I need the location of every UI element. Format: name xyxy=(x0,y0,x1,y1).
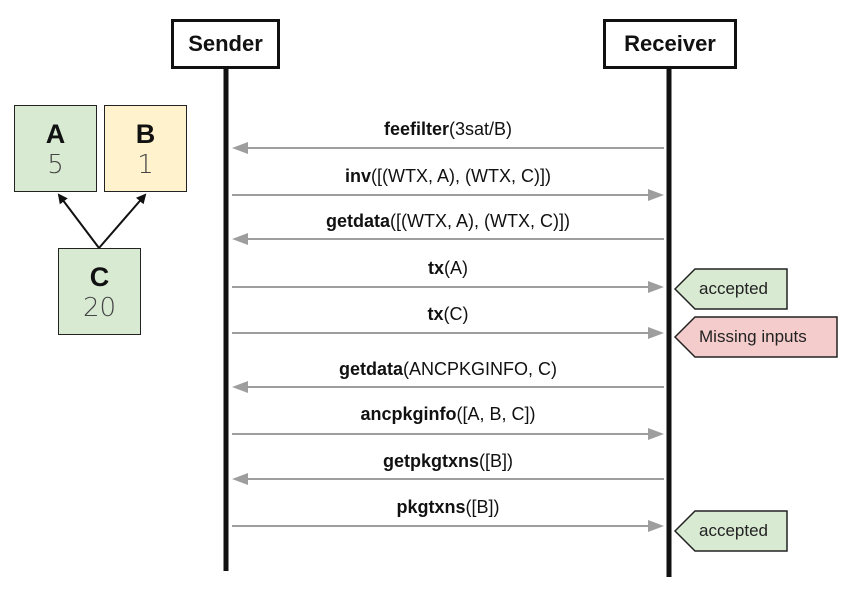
message-args: (ANCPKGINFO, C) xyxy=(403,359,558,379)
message-label-feefilter: feefilter(3sat/B) xyxy=(232,118,664,140)
message-args: ([(WTX, A), (WTX, C)]) xyxy=(371,166,551,186)
message-command: feefilter xyxy=(383,119,449,139)
message-command: ancpkginfo xyxy=(360,404,457,424)
status-label: Missing inputs xyxy=(699,327,807,346)
message-label-getpkgtxns: getpkgtxns([B]) xyxy=(232,450,664,472)
message-command: getdata xyxy=(326,211,391,231)
dependency-arrow-c-a xyxy=(57,193,100,249)
status-label: accepted xyxy=(699,279,768,298)
message-label-tx-c: tx(C) xyxy=(232,303,664,325)
message-command: pkgtxns xyxy=(396,497,466,517)
message-args: ([B]) xyxy=(465,497,500,517)
message-label-tx-a: tx(A) xyxy=(232,257,664,279)
tx-name-b: B xyxy=(135,118,156,149)
message-arrow-ancpkginfo xyxy=(232,428,664,440)
status-tag-shape xyxy=(673,268,788,310)
message-args: (3sat/B) xyxy=(449,119,513,139)
message-label-getdata-ancpkginfo: getdata(ANCPKGINFO, C) xyxy=(232,358,664,380)
message-label-ancpkginfo: ancpkginfo([A, B, C]) xyxy=(232,403,664,425)
status-tag-missing-inputs: Missing inputs xyxy=(675,317,837,357)
message-arrow-getpkgtxns xyxy=(232,473,664,485)
tx-name-a: A xyxy=(45,118,66,149)
tx-box-a: A 5 xyxy=(14,105,97,192)
message-arrow-feefilter xyxy=(232,142,664,154)
message-command: tx xyxy=(427,258,444,278)
status-tag-accepted-b: accepted xyxy=(675,511,787,551)
tx-box-c: C 20 xyxy=(58,248,141,335)
sender-actor-label: Sender xyxy=(188,31,263,56)
message-label-pkgtxns: pkgtxns([B]) xyxy=(232,496,664,518)
message-arrow-pkgtxns xyxy=(232,520,664,532)
message-label-getdata-wtx: getdata([(WTX, A), (WTX, C)]) xyxy=(232,210,664,232)
receiver-actor-label: Receiver xyxy=(624,31,716,56)
message-args: (A) xyxy=(444,258,468,278)
message-args: (C) xyxy=(443,304,469,324)
message-arrow-inv xyxy=(232,189,664,201)
message-arrow-getdata xyxy=(232,233,664,245)
message-label-inv: inv([(WTX, A), (WTX, C)]) xyxy=(232,165,664,187)
message-command: getdata xyxy=(338,359,403,379)
message-args: ([(WTX, A), (WTX, C)]) xyxy=(390,211,570,231)
message-arrow-getdata xyxy=(232,381,664,393)
dependency-arrow-c-b xyxy=(98,193,147,249)
message-command: tx xyxy=(427,304,444,324)
status-tag-shape xyxy=(673,510,788,552)
tx-fee-a: 5 xyxy=(47,149,64,180)
tx-fee-c: 20 xyxy=(82,292,117,323)
tx-name-c: C xyxy=(89,261,110,292)
message-arrow-tx xyxy=(232,327,664,339)
message-args: ([B]) xyxy=(479,451,513,471)
message-command: getpkgtxns xyxy=(382,451,479,471)
message-args: ([A, B, C]) xyxy=(456,404,536,424)
status-tag-shape xyxy=(673,316,838,358)
receiver-actor-box: Receiver xyxy=(603,19,737,69)
tx-fee-b: 1 xyxy=(137,149,154,180)
status-tag-accepted-a: accepted xyxy=(675,269,787,309)
sender-actor-box: Sender xyxy=(171,19,280,69)
message-command: inv xyxy=(345,166,372,186)
status-label: accepted xyxy=(699,521,768,540)
tx-box-b: B 1 xyxy=(104,105,187,192)
message-arrow-tx xyxy=(232,281,664,293)
